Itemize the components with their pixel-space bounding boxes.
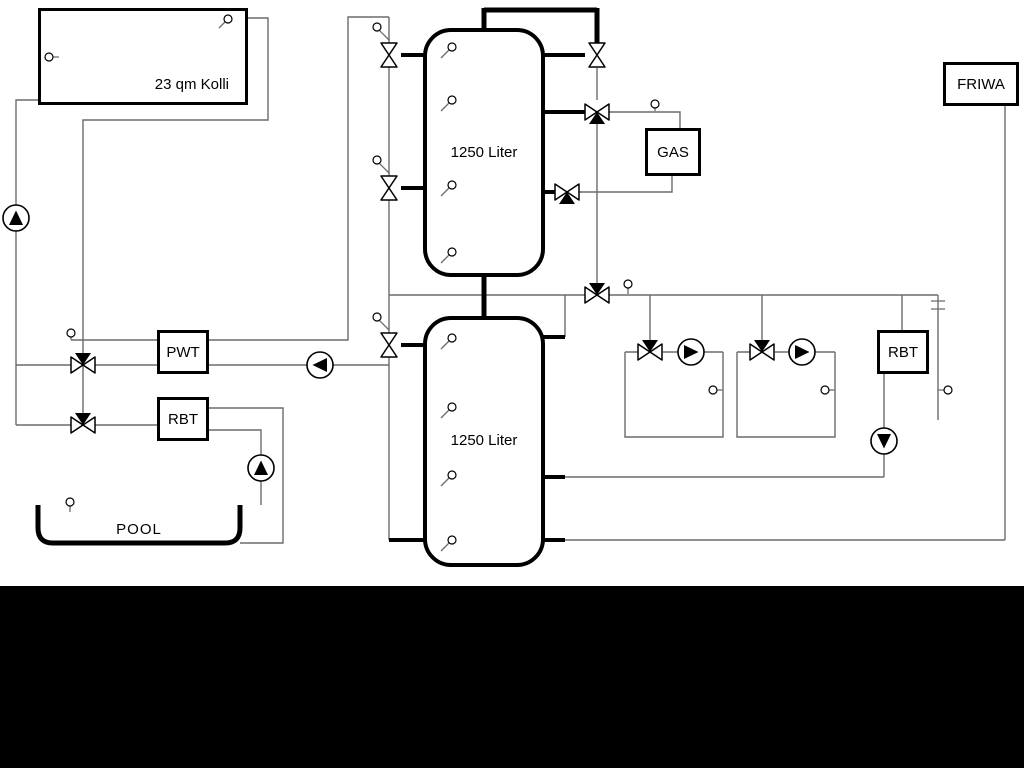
pool-mixing-valve-icon bbox=[70, 413, 96, 434]
heating-circuit-1-mixing-valve-icon bbox=[637, 340, 663, 361]
collector-pump-icon bbox=[2, 204, 30, 232]
buffer-tank-bottom-body bbox=[423, 316, 545, 567]
sensor-icon bbox=[650, 99, 660, 109]
solar-collector-label: 23 qm Kolli bbox=[154, 76, 229, 93]
thin-pipes bbox=[15, 16, 1006, 544]
sensor-icon bbox=[708, 385, 718, 395]
friwa-label: FRIWA bbox=[957, 75, 1005, 93]
sensor-icon bbox=[943, 385, 953, 395]
heating-main-mixing-valve-icon bbox=[584, 283, 610, 304]
rbt-left-box: RBT bbox=[157, 397, 209, 441]
pipe-network-canvas bbox=[15, 7, 1006, 567]
sensor-icon bbox=[623, 279, 633, 289]
sensor-icon bbox=[223, 14, 233, 24]
sensor-icons bbox=[44, 14, 953, 545]
sensor-icon bbox=[447, 247, 457, 257]
buffer-tank-bottom-label: 1250 Liter bbox=[450, 432, 518, 449]
solar-collector-box: 23 qm Kolli bbox=[38, 8, 248, 105]
sensor-icon bbox=[447, 42, 457, 52]
tank-charge-valve-2-icon bbox=[380, 175, 398, 201]
pwt-mixing-valve-icon bbox=[70, 353, 96, 374]
sensor-icon bbox=[65, 497, 75, 507]
bottom-black-band bbox=[0, 586, 1024, 768]
symbols-canvas bbox=[2, 14, 953, 552]
heating-circuit-1-pump-icon bbox=[677, 338, 705, 366]
valve-icons bbox=[70, 42, 775, 434]
pwt-charge-pump-icon bbox=[306, 351, 334, 379]
buffer-tank-top-body bbox=[423, 28, 545, 277]
sensor-icon bbox=[820, 385, 830, 395]
rbt-right-box: RBT bbox=[877, 330, 929, 374]
tank-charge-valve-1-icon bbox=[380, 42, 398, 68]
rbt-return-pump-icon bbox=[870, 427, 898, 455]
main-pipe-path bbox=[481, 7, 600, 320]
gas-supply-valve-icon bbox=[584, 103, 610, 124]
sensor-icon bbox=[372, 312, 382, 322]
heating-circuit-2-mixing-valve-icon bbox=[749, 340, 775, 361]
pool-label: POOL bbox=[116, 521, 162, 538]
pwt-heat-exchanger-box: PWT bbox=[157, 330, 209, 374]
sensor-icon bbox=[447, 95, 457, 105]
tank-charge-valve-3-icon bbox=[380, 332, 398, 358]
rbt-left-label: RBT bbox=[168, 410, 198, 428]
pool-body bbox=[35, 505, 243, 546]
sensor-icon bbox=[66, 328, 76, 338]
gas-return-valve-icon bbox=[554, 183, 580, 204]
buffer-tank-top-label: 1250 Liter bbox=[450, 144, 518, 161]
pwt-label: PWT bbox=[166, 343, 200, 361]
friwa-station-box: FRIWA bbox=[943, 62, 1019, 106]
rbt-right-label: RBT bbox=[888, 343, 918, 361]
gas-label: GAS bbox=[657, 143, 689, 161]
sensor-icon bbox=[44, 52, 54, 62]
thick-pipes bbox=[389, 7, 600, 542]
sensor-icon bbox=[447, 402, 457, 412]
sensor-stems bbox=[53, 21, 945, 552]
heating-circuit-2-pump-icon bbox=[788, 338, 816, 366]
sensor-icon bbox=[447, 535, 457, 545]
gas-boiler-box: GAS bbox=[645, 128, 701, 176]
tank-top-valve-icon bbox=[588, 42, 606, 68]
tank-port-stubs bbox=[389, 53, 585, 542]
sensor-icon bbox=[372, 22, 382, 32]
sensor-stem-path bbox=[53, 21, 945, 552]
thin-pipe-path bbox=[15, 16, 1006, 544]
sensor-icon bbox=[447, 180, 457, 190]
pool-pump-icon bbox=[247, 454, 275, 482]
sensor-icon bbox=[447, 333, 457, 343]
sensor-icon bbox=[372, 155, 382, 165]
sensor-icon bbox=[447, 470, 457, 480]
